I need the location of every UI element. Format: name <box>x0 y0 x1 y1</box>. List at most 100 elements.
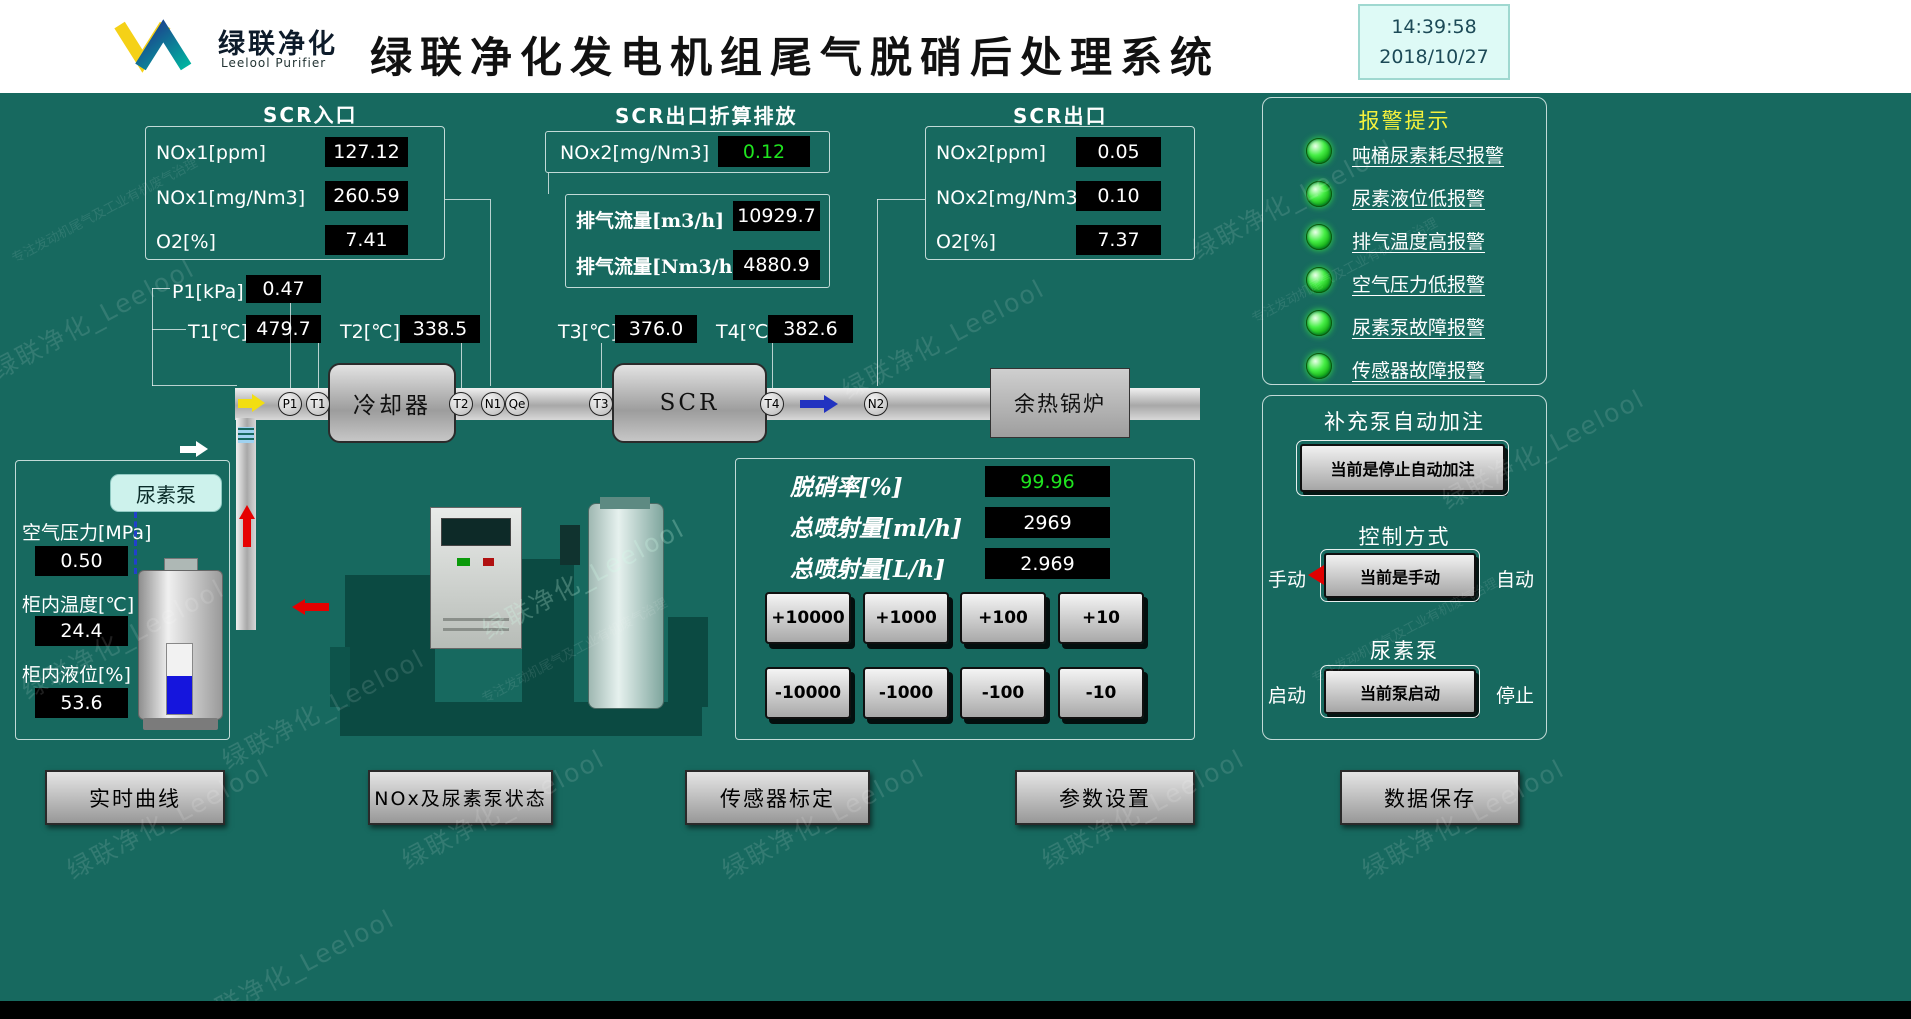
flow-row-label: 排气流量[m3/h] <box>576 210 725 232</box>
refill-toggle-button[interactable]: 当前是停止自动加注 <box>1296 440 1509 496</box>
t3-label: T3[℃] <box>558 321 618 343</box>
alarm-panel <box>1262 97 1547 385</box>
flow-arrow-white-head <box>196 441 208 457</box>
pump-title: 尿素泵 <box>1370 639 1439 663</box>
mode-auto-label: 自动 <box>1496 569 1535 591</box>
connector-line <box>772 343 773 389</box>
cabinet-row-label: 柜内液位[%] <box>22 664 131 686</box>
brand-subtitle: Leelool Purifier <box>221 56 327 70</box>
nav-nox-pump-status-button[interactable]: NOx及尿素泵状态 <box>368 770 553 825</box>
tag-T4: T4 <box>760 392 784 416</box>
t3-value: 376.0 <box>615 315 697 343</box>
inlet-row-value: 260.59 <box>325 181 408 211</box>
boiler-block: 余热锅炉 <box>990 368 1130 438</box>
alarm-item: 吨桶尿素耗尽报警 <box>1352 145 1505 167</box>
generator-alternator-cap <box>600 497 650 509</box>
injection-row-label: 总喷射量[ml/h] <box>790 515 962 542</box>
converted-nox-value: 0.12 <box>718 136 810 167</box>
t1-label: T1[℃] <box>188 321 248 343</box>
nav-data-save-button[interactable]: 数据保存 <box>1340 770 1520 825</box>
flow-arrow-blue-head <box>824 395 838 413</box>
cabinet-vent <box>443 618 509 621</box>
connector-line <box>461 343 462 389</box>
alarm-item: 传感器故障报警 <box>1352 360 1486 382</box>
generator-cabinet <box>430 507 522 649</box>
scr-outlet-panel <box>925 126 1195 260</box>
decrease-100-button[interactable]: -100 <box>960 667 1046 719</box>
nav-sensor-calibration-button[interactable]: 传感器标定 <box>685 770 870 825</box>
alarm-led <box>1306 353 1332 379</box>
connector-line <box>152 385 237 386</box>
connector-line <box>290 303 291 389</box>
inlet-row-value: 127.12 <box>325 137 408 167</box>
tank-base <box>143 718 218 730</box>
outlet-row-label: NOx2[mg/Nm3] <box>936 187 1086 209</box>
t2-value: 338.5 <box>400 315 480 343</box>
flow-arrow-red-up-head <box>239 505 255 519</box>
pump-toggle-button[interactable]: 当前泵启动 <box>1320 665 1480 718</box>
tag-T3: T3 <box>589 392 613 416</box>
nav-parameter-settings-button[interactable]: 参数设置 <box>1015 770 1195 825</box>
mode-toggle-button[interactable]: 当前是手动 <box>1320 549 1480 602</box>
alarm-led <box>1306 181 1332 207</box>
inlet-row-label: O2[%] <box>156 231 216 253</box>
control-panel <box>1262 395 1547 740</box>
injection-row-value: 2.969 <box>985 548 1110 579</box>
injection-row-label: 脱硝率[%] <box>790 474 903 501</box>
tag-T1: T1 <box>306 392 330 416</box>
connector-line <box>601 343 602 389</box>
watermark: 绿联净化_Leelool <box>0 253 200 385</box>
tank-level-liquid <box>167 676 192 714</box>
inlet-row-value: 7.41 <box>325 225 408 255</box>
increase-1000-button[interactable]: +1000 <box>863 592 949 644</box>
inlet-row-label: NOx1[mg/Nm3] <box>156 187 306 209</box>
tag-P1: P1 <box>278 392 302 416</box>
injector-icon <box>238 427 254 443</box>
scr-inlet-panel <box>145 126 445 260</box>
cooler-block: 冷却器 <box>328 363 456 443</box>
outlet-row-label: NOx2[ppm] <box>936 142 1046 164</box>
connector-line <box>152 329 186 330</box>
clock-box: 14:39:58 2018/10/27 <box>1358 4 1510 80</box>
alarm-panel-title: 报警提示 <box>1358 109 1451 133</box>
p1-value: 0.47 <box>246 275 321 303</box>
generator-graphic <box>330 497 710 740</box>
connector-line <box>152 288 170 289</box>
flow-arrow-red-up <box>243 519 251 547</box>
p1-label: P1[kPa] <box>172 281 244 303</box>
decrease-1000-button[interactable]: -1000 <box>863 667 949 719</box>
cabinet-row-label: 空气压力[MPa] <box>22 522 152 544</box>
increase-10000-button[interactable]: +10000 <box>765 592 851 644</box>
nav-realtime-curve-button[interactable]: 实时曲线 <box>45 770 225 825</box>
converted-nox-panel <box>545 131 830 173</box>
increase-10-button[interactable]: +10 <box>1058 592 1144 644</box>
alarm-led <box>1306 138 1332 164</box>
generator-block-right <box>668 617 708 707</box>
flow-arrow-white <box>180 446 196 453</box>
tag-N1: N1 <box>481 392 505 416</box>
flow-arrow-red-left-head <box>292 599 305 615</box>
tag-T2: T2 <box>449 392 473 416</box>
injection-panel <box>735 458 1195 740</box>
cabinet-row-value: 24.4 <box>35 616 128 646</box>
alarm-item: 空气压力低报警 <box>1352 274 1486 296</box>
generator-engine-block <box>522 559 574 707</box>
scr-inlet-title: SCR入口 <box>263 103 358 127</box>
flow-arrow-blue <box>800 400 824 408</box>
converted-title: SCR出口折算排放 <box>615 104 798 128</box>
urea-pump-tag: 尿素泵 <box>110 474 222 512</box>
decrease-10000-button[interactable]: -10000 <box>765 667 851 719</box>
alarm-led <box>1306 310 1332 336</box>
mode-title: 控制方式 <box>1358 525 1451 549</box>
increase-100-button[interactable]: +100 <box>960 592 1046 644</box>
connector-line <box>877 199 878 386</box>
connector-line <box>548 173 549 194</box>
refill-title: 补充泵自动加注 <box>1324 410 1485 434</box>
outlet-row-value: 0.10 <box>1076 181 1161 211</box>
t1-value: 479.7 <box>246 315 321 343</box>
injection-row-value: 99.96 <box>985 466 1110 497</box>
mode-manual-label: 手动 <box>1268 569 1307 591</box>
clock-date: 2018/10/27 <box>1379 46 1489 68</box>
decrease-10-button[interactable]: -10 <box>1058 667 1144 719</box>
